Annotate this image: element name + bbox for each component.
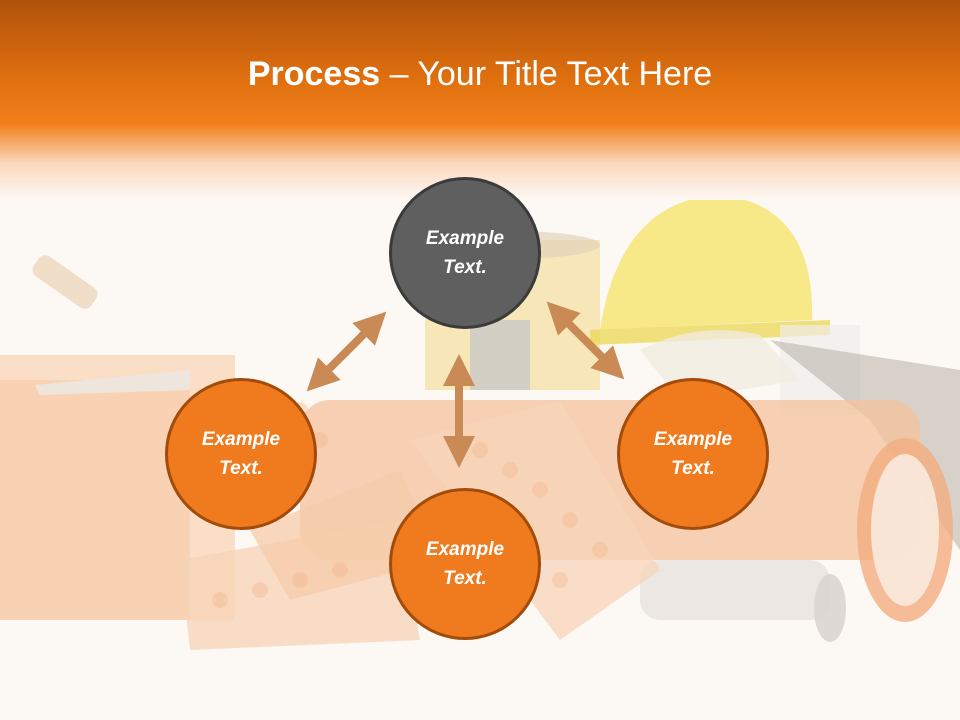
slide-title: Process – Your Title Text Here (0, 52, 960, 96)
node-left-line2: Text. (219, 458, 263, 479)
node-bottom-line1: Example (425, 539, 505, 560)
process-node-bottom[interactable]: Example Text. (389, 488, 541, 640)
process-node-right[interactable]: Example Text. (617, 378, 769, 530)
process-node-top[interactable]: Example Text. (389, 177, 541, 329)
process-node-left[interactable]: Example Text. (165, 378, 317, 530)
header-band (0, 0, 960, 200)
node-left-line1: Example (201, 429, 281, 450)
double-arrow-icon (546, 301, 625, 380)
node-top-line1: Example (425, 228, 505, 249)
node-right-line1: Example (653, 429, 733, 450)
title-bold: Process (247, 55, 381, 93)
node-top-line2: Text. (443, 257, 487, 278)
title-rest: – Your Title Text Here (380, 55, 713, 93)
node-bottom-line2: Text. (443, 568, 487, 589)
double-arrow-icon (306, 311, 387, 392)
node-right-line2: Text. (671, 458, 715, 479)
